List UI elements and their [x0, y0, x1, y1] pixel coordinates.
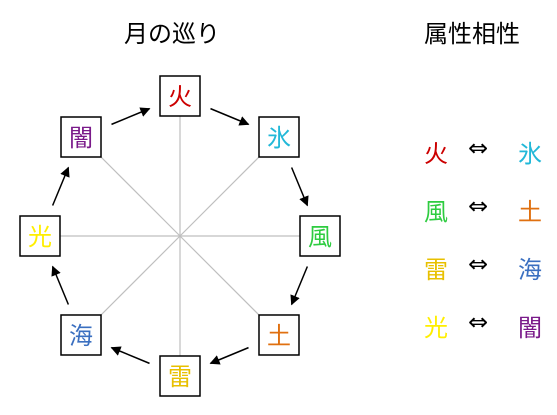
pair-left-element: 風	[424, 198, 448, 226]
affinity-title: 属性相性	[424, 20, 520, 48]
node-label: 光	[28, 223, 52, 251]
cycle-node: 海	[60, 314, 102, 356]
bidirectional-arrow-icon: ⇔	[468, 134, 489, 162]
pair-right-element: 海	[518, 256, 542, 284]
cycle-arrow	[209, 346, 249, 365]
cycle-node: 火	[159, 75, 201, 117]
bidirectional-arrow-icon: ⇔	[468, 308, 489, 336]
cycle-arrows	[51, 107, 309, 365]
node-box	[19, 215, 61, 257]
node-label: 風	[308, 223, 332, 251]
affinity-pair: 雷 ⇔ 海	[424, 250, 549, 284]
node-label: 闇	[69, 124, 93, 152]
node-label: 土	[267, 322, 291, 350]
cycle-title: 月の巡り	[124, 20, 220, 48]
node-label: 火	[168, 83, 192, 111]
affinity-pair: 光 ⇔ 闇	[424, 308, 549, 342]
pair-left-element: 光	[424, 314, 448, 342]
node-box	[258, 314, 300, 356]
node-box	[258, 116, 300, 158]
node-label: 氷	[267, 124, 291, 152]
cycle-node: 氷	[258, 116, 300, 158]
cycle-arrow	[111, 107, 151, 126]
node-box	[60, 314, 102, 356]
cycle-node: 雷	[159, 355, 201, 397]
pair-left-element: 火	[424, 140, 448, 168]
cycle-node: 闇	[60, 116, 102, 158]
cycle-node: 土	[258, 314, 300, 356]
bidirectional-arrow-icon: ⇔	[468, 250, 489, 278]
cycle-arrow	[210, 107, 250, 126]
bidirectional-arrow-icon: ⇔	[468, 192, 489, 220]
cycle-arrow	[51, 166, 70, 206]
node-box	[299, 215, 341, 257]
node-box	[60, 116, 102, 158]
pair-right-element: 土	[518, 198, 542, 226]
pair-right-element: 氷	[518, 140, 542, 168]
node-box	[159, 355, 201, 397]
pair-left-element: 雷	[424, 256, 448, 284]
cycle-arrow	[110, 346, 150, 365]
node-label: 雷	[168, 363, 192, 391]
pair-right-element: 闇	[518, 314, 542, 342]
node-label: 海	[69, 322, 93, 350]
cycle-arrow	[290, 167, 309, 207]
cycle-arrow	[290, 266, 309, 306]
affinity-pair: 火 ⇔ 氷	[424, 134, 549, 168]
cycle-node: 風	[299, 215, 341, 257]
cycle-node: 光	[19, 215, 61, 257]
node-box	[159, 75, 201, 117]
affinity-pair: 風 ⇔ 土	[424, 192, 549, 226]
cycle-arrow	[51, 265, 70, 305]
